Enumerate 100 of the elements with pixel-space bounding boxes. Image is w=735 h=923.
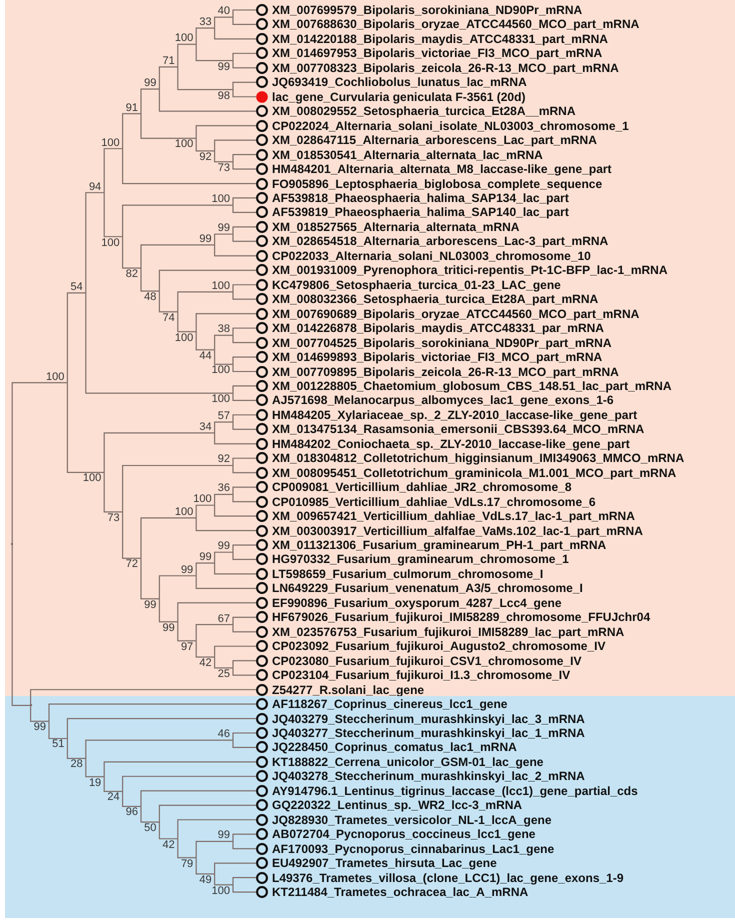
tree-branch — [232, 52, 256, 61]
taxon-label: XM_007688630_Bipolaris_oryzae_ATCC44560_MCO_part_mRNA — [272, 18, 640, 30]
tree-branch — [214, 334, 233, 350]
tree-branch — [196, 125, 256, 138]
tree-branch — [140, 244, 215, 268]
tree-branch — [12, 544, 31, 706]
tree-branch — [232, 414, 256, 422]
tree-branch — [177, 44, 196, 67]
tree-branch — [85, 740, 233, 758]
tree-branch — [104, 432, 215, 472]
bootstrap-value: 99 — [172, 564, 196, 576]
tree-branch — [214, 646, 256, 658]
taxon-label: XM_018304812_Colletotrichum_higginsianum_IMI349063_MMCO_mRNA — [272, 452, 684, 464]
bootstrap-value: 50 — [135, 822, 160, 834]
tree-branch — [158, 270, 256, 292]
taxon-label: lac_gene_Curvularia geniculata F-3561 (20d) — [272, 90, 526, 103]
tree-branch — [177, 622, 196, 642]
tree-branch — [214, 552, 233, 564]
tree-branch — [214, 350, 233, 365]
tree-branch — [140, 268, 160, 292]
taxon-label: CP022024_Alternaria_solani_isolate_NL03003_chromosome_1 — [272, 120, 629, 132]
tree-branch — [196, 44, 233, 62]
tree-branch — [214, 16, 233, 28]
bootstrap-value: 98 — [209, 90, 233, 102]
bootstrap-value: 91 — [117, 102, 141, 114]
tree-branch — [232, 877, 256, 885]
tree-branch — [232, 154, 256, 162]
tree-branch — [232, 552, 256, 560]
taxon-label: XM_007708323_Bipolaris_zeicola_26-R-13_MCO_part_mRNA — [272, 62, 619, 74]
tree-branch — [232, 328, 256, 336]
bootstrap-value: 57 — [209, 410, 233, 422]
bootstrap-value: 99 — [209, 60, 233, 73]
tree-branch — [232, 834, 256, 842]
taxon-label: HM484205_Xylariaceae_sp._2_ZLY-2010_laccase-like_gene_part — [272, 408, 638, 421]
bootstrap-value: 40 — [209, 5, 233, 18]
bootstrap-value: 24 — [98, 791, 123, 804]
tree-branch — [48, 721, 68, 740]
taxon-label: JQ228450_Coprinus_comatus_lac1_mRNA — [272, 741, 517, 754]
taxon-label: XM_011321306_Fusarium_graminearum_PH-1_part_mRNA — [272, 539, 606, 552]
tree-branch — [122, 791, 141, 807]
bootstrap-value: 73 — [209, 162, 233, 174]
tree-branch — [232, 616, 256, 625]
tree-branch — [122, 512, 141, 559]
tree-branch — [232, 393, 256, 401]
tree-branch — [122, 204, 233, 237]
taxon-label: XM_007690689_Bipolaris_oryzae_ATCC44560_MCO_part_mRNA — [272, 308, 640, 320]
taxon-label: AF539819_Phaeosphaeria_halima_SAP140_lac_part — [272, 206, 569, 218]
bootstrap-value: 34 — [190, 420, 215, 433]
taxon-label: XM_001228805_Chaetomium_globosum_CBS_148.51_lac_part_mRNA — [272, 380, 672, 392]
taxon-label: XM_028654518_Alternaria_arborescens_Lac-3_part_mRNA — [272, 235, 608, 248]
tree-branch — [104, 192, 123, 238]
tree-branch — [214, 140, 256, 151]
taxon-label: XM_014699893_Bipolaris_victoriae_FI3_MCO_part_mRNA — [272, 351, 602, 364]
taxon-label: HM484202_Coniochaeta_sp._ZLY-2010_laccase-like_gene_part — [272, 438, 630, 450]
tree-branch — [214, 505, 256, 517]
tree-branch — [214, 28, 256, 40]
taxon-label: CP010985_Verticillium_dahliae_VdLs.17_chromosome_6 — [272, 496, 596, 508]
tree-branch — [66, 718, 256, 738]
bootstrap-value: 25 — [209, 668, 233, 680]
tree-branch — [196, 562, 215, 576]
taxon-label: XM_007699579_Bipolaris_sorokiniana_ND90Pr_mRNA — [272, 4, 582, 16]
taxon-label: AF170093_Pycnoporus_cinnabarinus_Lac1_gene — [272, 842, 554, 855]
tree-branch — [48, 704, 256, 722]
tree-branch — [232, 422, 256, 430]
tree-branch — [232, 544, 256, 552]
taxon-label: EU492907_Trametes_hirsuta_Lac_gene — [272, 857, 497, 870]
taxon-label: JQ828930_Trametes_versicolor_NL-1_lccA_gene — [272, 814, 552, 826]
tree-branch — [158, 66, 178, 90]
tree-branch — [214, 150, 233, 162]
tree-branch — [104, 761, 256, 777]
tree-branch — [232, 740, 256, 748]
bootstrap-value: 33 — [190, 16, 215, 28]
tree-branch — [158, 598, 178, 622]
tree-branch — [177, 602, 256, 622]
bootstrap-value: 51 — [43, 738, 68, 750]
tree-branch — [196, 518, 256, 532]
tree-branch — [232, 356, 256, 364]
tree-branch — [177, 838, 196, 858]
taxon-label: XM_007704525_Bipolaris_sorokiniana_ND90Pr_part_mRNA — [272, 336, 612, 349]
tree-branch — [232, 90, 256, 98]
bootstrap-value: 99 — [25, 721, 49, 734]
clade-background-band — [5, 696, 735, 918]
tree-branch — [66, 382, 104, 473]
bootstrap-value: 74 — [154, 312, 178, 324]
tree-branch — [232, 226, 256, 234]
tree-branch — [158, 291, 178, 312]
taxon-label: AJ571698_Melanocarpus_albomyces_lac1_gene_exons_1-6 — [272, 394, 614, 406]
taxon-label: KC479806_Setosphaeria_turcica_01-23_LAC_gene — [272, 278, 561, 291]
bootstrap-value: 99 — [154, 622, 178, 634]
tree-branch — [196, 624, 233, 641]
taxon-label: XM_028647115_Alternaria_arborescens_Lac_part_mRNA — [272, 134, 597, 146]
tree-branch — [30, 705, 49, 722]
tree-branch — [232, 162, 256, 170]
taxon-label: XM_008029552_Setosphaeria_turcica_Et28A__mRNA — [272, 105, 576, 118]
taxon-label: CP009081_Verticillium_dahliae_JR2_chromosome_8 — [272, 481, 572, 494]
bootstrap-value: 100 — [209, 280, 233, 292]
taxon-label: JQ403279_Steccherinum_murashkinskyi_lac_3_mRNA — [272, 712, 585, 725]
taxon-label: LN649229_Fusarium_venenatum_A3/5_chromosome_I — [272, 582, 583, 594]
taxon-label: XM_018527565_Alternaria_alternata_mRNA — [272, 220, 520, 233]
taxon-label: XM_018530541_Alternaria_alternata_lac_mRNA — [272, 148, 543, 161]
